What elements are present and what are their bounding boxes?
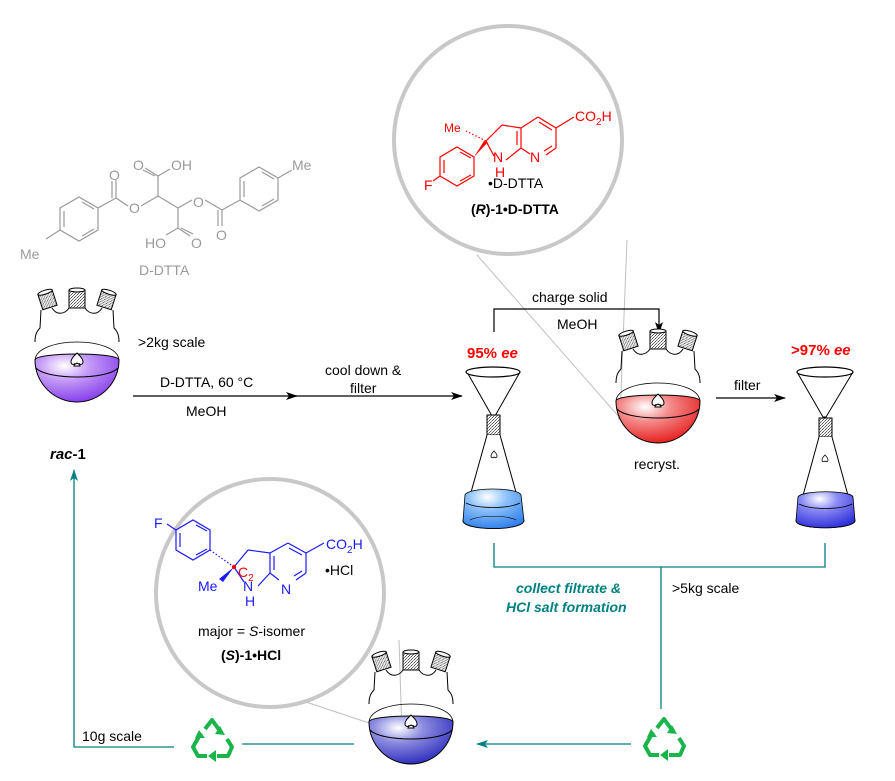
magnifier-r-salt (392, 24, 628, 420)
collect-filtrate-line1: collect filtrate & (516, 580, 621, 596)
s-salt-labels: F Me CO2H N H N (154, 515, 363, 609)
filter-flask-1 (462, 366, 525, 529)
r-salt-name: (R)-1•D-DTTA (471, 201, 559, 217)
flask-rac-1 (34, 287, 120, 403)
ee-97-label: >97% ee (791, 342, 851, 359)
r-salt-labels: Me CO2H N H N F (424, 108, 612, 193)
stereocenter-dot (231, 564, 237, 570)
recryst-label: recryst. (634, 456, 680, 472)
r-nh-h: H (495, 164, 505, 180)
r-nh-n: N (493, 149, 503, 165)
s-pyridine-n: N (281, 581, 291, 597)
charge-solid-bracket (493, 308, 663, 334)
r-counterion: •D-DTTA (488, 175, 544, 191)
dtta-carbonyl-o-top: O (133, 157, 144, 173)
s-salt-structure (166, 519, 325, 587)
s-salt-name: (S)-1•HCl (221, 647, 281, 663)
rac-1-label: rac-1 (50, 446, 86, 463)
magnifier-pointer-line (476, 254, 621, 419)
s-stereocenter-label: C2 (238, 564, 254, 584)
recycle-arrow-to-start (70, 469, 174, 748)
step2-line1: cool down & (325, 362, 402, 378)
recryst-solvent: MeOH (557, 316, 597, 332)
collect-filtrate-line2: HCl salt formation (506, 599, 627, 615)
magnifier-s-salt (154, 477, 404, 736)
s-acid: CO2H (326, 536, 363, 556)
r-methyl: Me (444, 121, 461, 135)
dtta-methyl-left: Me (20, 246, 40, 262)
r-salt-structure (432, 116, 575, 187)
s-fluoro: F (154, 515, 163, 531)
scale-5kg-label: >5kg scale (672, 580, 740, 596)
recycle-icon (191, 718, 234, 762)
step1-solvent: MeOH (186, 403, 226, 419)
recycle-icon (643, 717, 686, 761)
filter-flask-2 (795, 366, 856, 529)
dtta-name: D-DTTA (139, 262, 190, 278)
r-acid: CO2H (575, 108, 612, 128)
magnifier-pointer-line (619, 239, 628, 419)
scale-10g-label: 10g scale (82, 728, 142, 744)
magnifier-ring (154, 477, 386, 709)
filter-label: filter (734, 377, 761, 393)
flask-recryst (615, 328, 701, 444)
charge-solid-label: charge solid (532, 289, 608, 305)
start-scale-label: >2kg scale (138, 334, 206, 350)
dtta-ester-o-right: O (193, 194, 204, 210)
dtta-carbonyl-o-left: O (109, 167, 120, 183)
filtrate-collect-bracket (493, 543, 826, 568)
dtta-acid-top: OH (171, 157, 192, 173)
dtta-carbonyl-o-bottom: O (191, 235, 202, 251)
s-methyl: Me (198, 578, 218, 594)
dtta-carbonyl-o-right: O (216, 227, 227, 243)
s-nh-n: N (243, 578, 253, 594)
r-fluoro: F (424, 177, 433, 193)
dtta-methyl-right: Me (292, 157, 312, 173)
s-counterion: •HCl (325, 562, 353, 578)
s-nh-h: H (245, 593, 255, 609)
d-dtta-structure (45, 166, 293, 242)
d-dtta-atom-labels: Me O O O OH HO O O O Me D-DTTA (20, 157, 312, 278)
step2-line2: filter (350, 380, 377, 396)
magnifier-ring (392, 24, 624, 256)
r-pyridine-n: N (530, 149, 540, 165)
step1-reagent: D-DTTA, 60 °C (160, 374, 253, 390)
ee-95-label: 95% ee (467, 345, 518, 362)
dtta-ester-o-left: O (129, 200, 140, 216)
dtta-acid-bottom: HO (145, 235, 166, 251)
flask-hcl-salt (368, 649, 454, 765)
major-isomer-label: major = S-isomer (198, 623, 305, 639)
